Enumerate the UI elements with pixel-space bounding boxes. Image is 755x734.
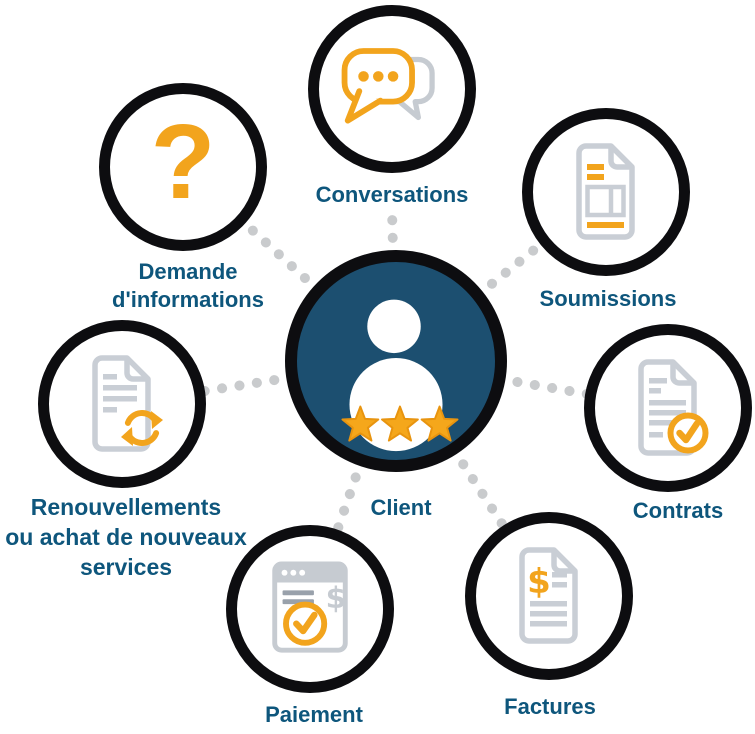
node-contrats (584, 324, 752, 492)
quote-document-icon (576, 143, 635, 240)
check-badge-icon (283, 601, 328, 646)
node-factures-label: Factures (504, 694, 596, 719)
person-silhouette (349, 299, 443, 452)
node-soumissions (522, 108, 690, 276)
text-lines (103, 374, 137, 413)
folded-corner (124, 358, 148, 382)
chat-bubbles-icon (341, 48, 435, 124)
node-paiement: $ (226, 525, 394, 693)
payment-confirmed-window-icon: $ (272, 561, 348, 653)
window-title-bar (274, 563, 346, 583)
node-demande-label: Demande d'informations (112, 259, 264, 312)
dollar-sign-icon: $ (527, 562, 551, 602)
text-lines (649, 378, 686, 438)
node-renouvellements-label: Renouvellements ou achat de nouveaux ser… (5, 494, 247, 580)
check-badge-icon (667, 412, 709, 454)
folded-corner (608, 146, 632, 170)
node-client (285, 250, 507, 472)
renewal-document-icon (92, 355, 163, 452)
contract-check-document-icon (638, 359, 709, 456)
window-buttons (281, 569, 306, 576)
refresh-arrows-icon (121, 410, 163, 446)
folded-corner (551, 550, 575, 574)
node-demande: ? (99, 83, 267, 251)
node-factures: $ (465, 512, 633, 680)
node-contrats-label: Contrats (632, 498, 724, 523)
invoice-dollar-document-icon: $ (519, 547, 578, 644)
typing-dots (358, 71, 399, 82)
node-renouvellements (38, 320, 206, 488)
front-bubble-tail (344, 88, 384, 124)
client-person-stars-icon (341, 299, 459, 452)
node-client-label: Client (370, 495, 432, 520)
question-mark-icon: ? (150, 103, 216, 221)
node-paiement-label: Paiement (265, 702, 363, 727)
document-contents (585, 164, 626, 228)
three-stars-icon (341, 405, 459, 442)
node-soumissions-label: Soumissions (539, 286, 677, 311)
document-shape (92, 355, 151, 452)
connector-conversations (387, 205, 401, 366)
folded-corner (670, 362, 694, 386)
node-conversations (308, 5, 476, 173)
dollar-sign-icon: $ (326, 581, 346, 615)
text-lines (530, 572, 567, 627)
node-conversations-label: Conversations (315, 182, 469, 207)
